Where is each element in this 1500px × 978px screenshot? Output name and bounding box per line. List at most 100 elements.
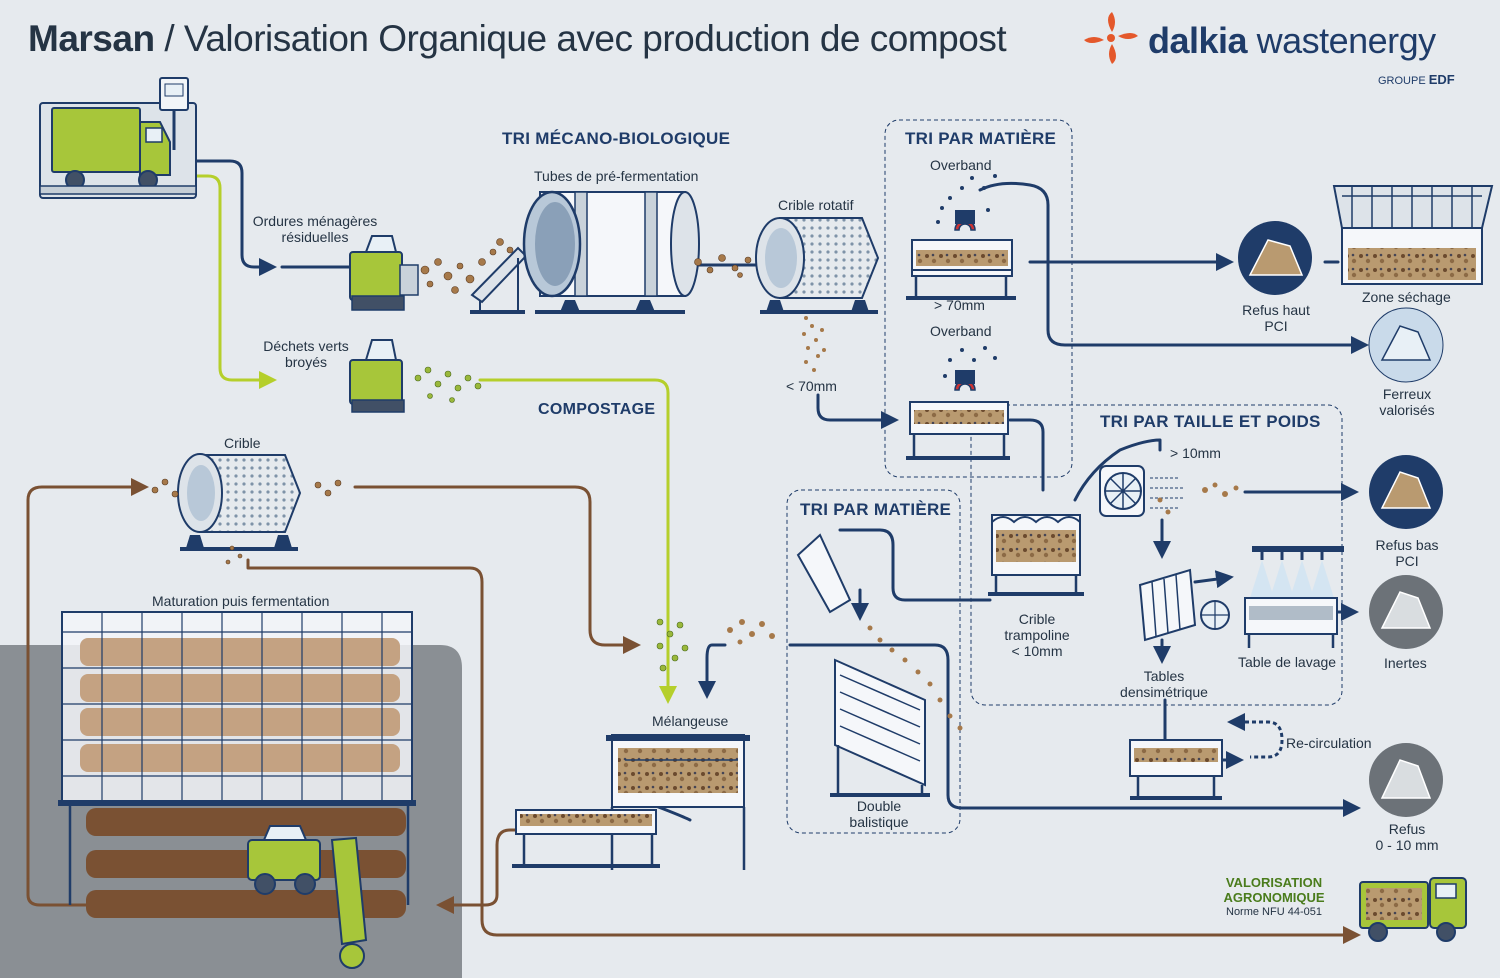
- tables-densimetrique-machine: [1138, 568, 1230, 642]
- label-double-balistique: Double balistique: [840, 798, 918, 830]
- tri-taille-box: [970, 404, 1343, 706]
- refus-bas-heap: [1380, 471, 1432, 509]
- title-text: Valorisation Organique avec production d…: [183, 18, 1007, 59]
- section-compostage: COMPOSTAGE: [538, 401, 656, 418]
- particles-tube-out: [694, 254, 752, 278]
- zone-sechage-shed: [1332, 185, 1494, 285]
- flow-brown-return: [246, 558, 1361, 944]
- label-double-line1: Double: [856, 798, 902, 814]
- flow-to-refus-010: [788, 643, 1361, 817]
- label-omr-line2: résiduelles: [281, 229, 349, 245]
- label-inertes: Inertes: [1384, 655, 1427, 671]
- label-trampoline-line2: trampoline: [1004, 627, 1070, 643]
- flow-overband-out: [978, 181, 1369, 354]
- label-ferreux-line1: Ferreux: [1382, 386, 1432, 402]
- particles-ballistic: [867, 625, 963, 731]
- label-verts: Déchets verts broyés: [258, 338, 354, 370]
- label-overband-2: Overband: [930, 323, 992, 339]
- particles-melangeuse-in: [656, 618, 689, 672]
- tri-matiere-1-box: [884, 119, 1073, 478]
- label-refus-bas: Refus bas PCI: [1370, 537, 1444, 569]
- logo-group-bold: EDF: [1428, 72, 1455, 87]
- table-lavage-machine: [1244, 546, 1344, 648]
- label-omr-line1: Ordures ménagères: [252, 213, 378, 229]
- label-valo-line2: AGRONOMIQUE: [1223, 890, 1325, 905]
- maturation-building: [58, 611, 416, 918]
- label-ferreux-line2: valorisés: [1379, 402, 1435, 418]
- particles-overband-2: [943, 346, 997, 378]
- flow-truck-to-omr: [194, 159, 277, 276]
- truck-weighbridge: [39, 77, 197, 199]
- label-refus-010-line2: 0 - 10 mm: [1375, 837, 1439, 853]
- label-refus-bas-line2: PCI: [1395, 553, 1419, 569]
- ferreux-heap: [1380, 325, 1432, 361]
- flow-brown-line-bottom: [26, 878, 92, 907]
- label-refus-haut-line1: Refus haut: [1242, 302, 1310, 318]
- loader-machine: [247, 825, 368, 969]
- label-refus-bas-line1: Refus bas: [1375, 537, 1439, 553]
- particles-verts: [414, 366, 482, 403]
- label-valo-line1: VALORISATION: [1225, 875, 1323, 890]
- particles-crible: [151, 478, 342, 565]
- overband-2-machine: [906, 370, 1010, 460]
- title-place: Marsan: [28, 18, 155, 59]
- dalkia-logo: dalkia wastenergy GROUPE EDF: [1076, 8, 1476, 88]
- refus-010-heap: [1380, 759, 1432, 799]
- shredder-verts: [349, 339, 405, 413]
- label-tables-dens-line2: densimétrique: [1120, 684, 1208, 700]
- logo-group-prefix: GROUPE: [1378, 75, 1429, 87]
- label-recirculation: Re-circulation: [1286, 735, 1372, 751]
- label-omr: Ordures ménagères résiduelles: [252, 213, 378, 245]
- label-ferreux: Ferreux valorisés: [1372, 386, 1442, 418]
- flow-brown-crible-loop: [26, 478, 149, 882]
- inertes-heap: [1380, 591, 1432, 629]
- label-table-lavage: Table de lavage: [1238, 654, 1337, 670]
- label-verts-line1: Déchets verts: [263, 338, 349, 354]
- flow-green-compostage: [478, 378, 677, 704]
- logo-brand-bold: dalkia: [1148, 20, 1248, 61]
- particles-crible-fall: [802, 316, 826, 372]
- label-zone-sechage: Zone séchage: [1362, 289, 1451, 305]
- label-refus-haut: Refus haut PCI: [1234, 302, 1318, 334]
- label-tables-dens: Tables densimétrique: [1116, 668, 1212, 700]
- double-balistique-machine: [796, 533, 930, 797]
- section-tmb: TRI MÉCANO-BIOLOGIQUE: [502, 129, 731, 148]
- logo-group: GROUPE EDF: [1378, 72, 1455, 87]
- crible-trampoline-machine: [988, 514, 1084, 596]
- recirculation-table: [1129, 739, 1223, 800]
- dalkia-logo-mark: [1084, 12, 1138, 64]
- flow-green-verts: [194, 174, 277, 389]
- label-overband-1: Overband: [930, 157, 992, 173]
- page-title: Marsan / Valorisation Organique avec pro…: [28, 18, 1007, 60]
- label-maturation: Maturation puis fermentation: [152, 593, 330, 609]
- label-verts-line2: broyés: [284, 354, 328, 370]
- label-valo-line3: Norme NFU 44-051: [1226, 906, 1322, 918]
- particles-fan-out: [1157, 482, 1239, 515]
- label-gt10: > 10mm: [1170, 445, 1221, 461]
- melangeuse-machine: [512, 734, 750, 870]
- flow-lt70: [816, 393, 899, 429]
- crible-rotatif-machine: [755, 217, 880, 314]
- conveyor-omr: [470, 246, 528, 314]
- flow-brown-to-maturation: [436, 828, 542, 914]
- label-refus-010: Refus 0 - 10 mm: [1370, 821, 1444, 853]
- flow-to-melangeuse: [698, 643, 727, 699]
- label-tubes: Tubes de pré-fermentation: [534, 168, 699, 184]
- crible-machine: [177, 453, 302, 551]
- label-melangeuse: Mélangeuse: [652, 713, 729, 729]
- label-lt70: < 70mm: [786, 378, 837, 394]
- section-tri-matiere-1: TRI PAR MATIÈRE: [905, 129, 1057, 148]
- section-tri-matiere-2: TRI PAR MATIÈRE: [800, 500, 952, 519]
- label-crible: Crible: [224, 435, 261, 451]
- overband-1-machine: [906, 210, 1016, 300]
- tri-matiere-2-box: [786, 489, 961, 834]
- shredder-omr: [349, 235, 419, 311]
- label-double-line2: balistique: [849, 814, 909, 830]
- particles-omr: [420, 238, 514, 294]
- label-tables-dens-line1: Tables: [1143, 668, 1185, 684]
- flow-brown-crible-to-mix: [353, 485, 641, 654]
- agronomic-truck: [1359, 877, 1467, 942]
- section-tri-taille: TRI PAR TAILLE ET POIDS: [1100, 412, 1321, 431]
